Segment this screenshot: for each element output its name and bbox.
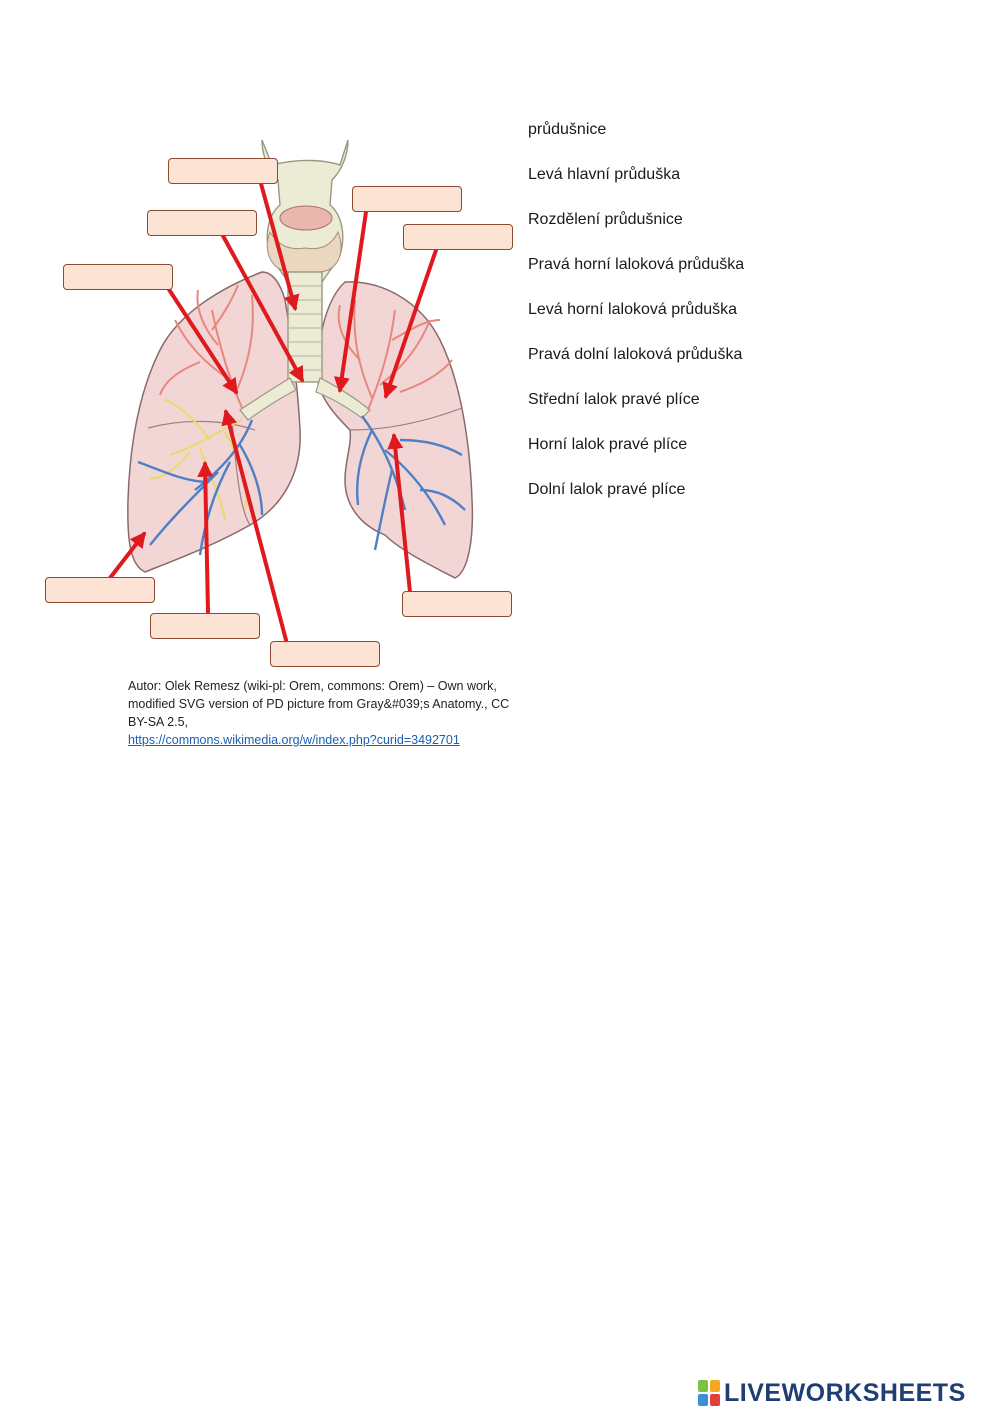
arrow-2: [220, 232, 304, 383]
arrow-8: [221, 408, 288, 642]
drop-box-4[interactable]: [403, 224, 513, 250]
arrow-7: [197, 460, 214, 614]
arrow-5: [382, 248, 438, 400]
left-upper-bronchi: [337, 299, 453, 411]
thyroid-gland: [266, 230, 342, 273]
right-lung-fissure: [147, 420, 256, 431]
arrow-4: [333, 210, 368, 394]
word-item[interactable]: průdušnice: [528, 121, 607, 138]
right-main-bronchus: [239, 377, 297, 421]
lungs-diagram: [108, 139, 474, 642]
left-lung-fissure: [349, 407, 463, 431]
right-upper-bronchi: [159, 284, 254, 409]
word-item[interactable]: Pravá horní laloková průduška: [528, 256, 745, 273]
word-bank: průdušnice Levá hlavní průduška Rozdělen…: [528, 118, 744, 523]
drop-box-9[interactable]: [270, 641, 380, 667]
credit-text: Autor: Olek Remesz (wiki-pl: Orem, commo…: [128, 679, 510, 729]
drop-box-2[interactable]: [352, 186, 462, 212]
word-item[interactable]: Levá horní laloková průduška: [528, 301, 738, 318]
drop-box-6[interactable]: [45, 577, 155, 603]
word-item[interactable]: Střední lalok pravé plíce: [528, 391, 700, 408]
word-item[interactable]: Horní lalok pravé plíce: [528, 436, 688, 453]
logo-text: LIVEWORKSHEETS: [724, 1378, 966, 1407]
word-item[interactable]: Rozdělení průdušnice: [528, 211, 683, 228]
drop-box-8[interactable]: [150, 613, 260, 639]
thyroid-cartilage: [279, 205, 333, 231]
arrow-1: [258, 178, 300, 312]
word-item[interactable]: Dolní lalok pravé plíce: [528, 481, 686, 498]
liveworksheets-logo: LIVEWORKSHEETS: [698, 1378, 966, 1408]
credit-link[interactable]: https://commons.wikimedia.org/w/index.ph…: [128, 733, 460, 747]
arrows: [108, 178, 438, 642]
drop-box-3[interactable]: [147, 210, 257, 236]
drop-box-1[interactable]: [168, 158, 278, 184]
drop-box-7[interactable]: [402, 591, 512, 617]
arrow-9: [387, 432, 412, 594]
word-item[interactable]: Levá hlavní průduška: [528, 166, 681, 183]
drop-box-5[interactable]: [63, 264, 173, 290]
word-item[interactable]: Pravá dolní laloková průduška: [528, 346, 743, 363]
right-lower-bronchi: [137, 419, 264, 556]
logo-mark-icon: [698, 1380, 720, 1406]
arrow-3: [166, 286, 238, 395]
image-credit: Autor: Olek Remesz (wiki-pl: Orem, commo…: [128, 677, 518, 749]
arrow-6: [108, 531, 146, 580]
